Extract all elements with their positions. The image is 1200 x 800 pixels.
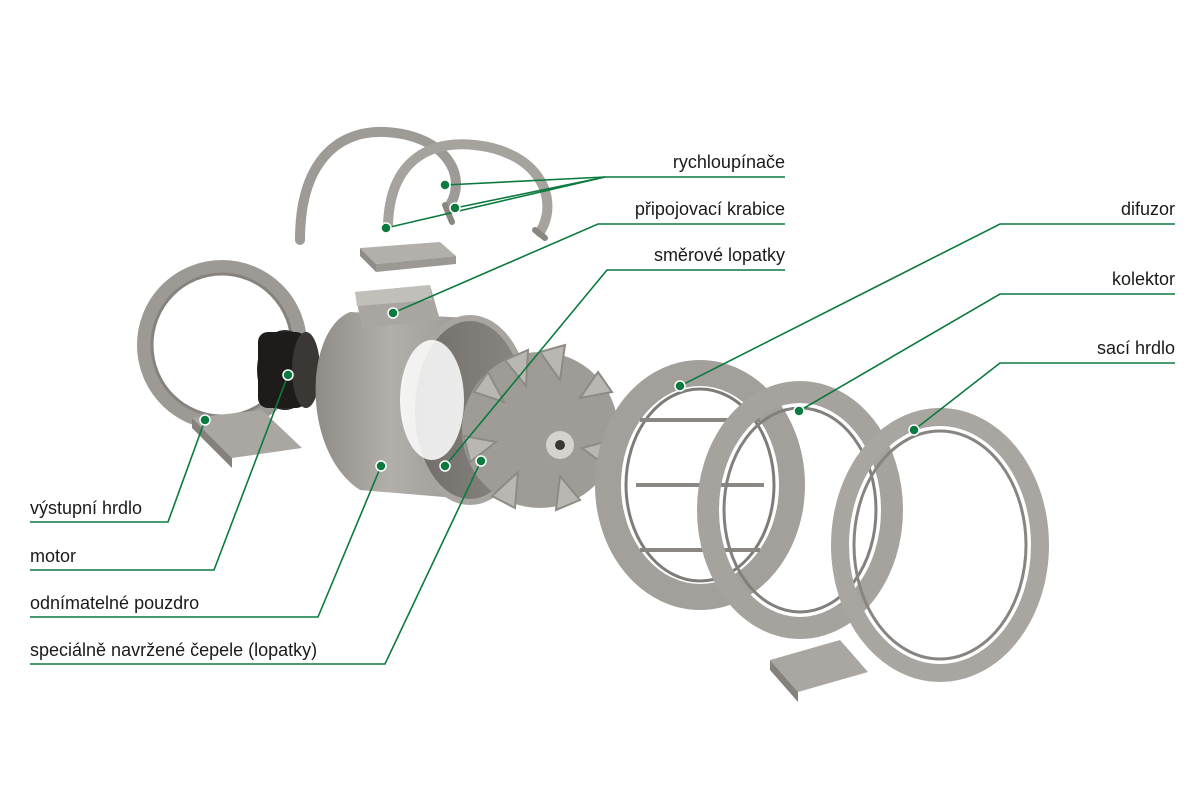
leader-difuzor xyxy=(679,223,1175,387)
inlet-spigot xyxy=(770,408,1049,702)
leader-kolektor xyxy=(798,293,1175,412)
diffuser xyxy=(595,360,805,610)
leader-saci-hrdlo xyxy=(913,362,1175,431)
leader-rychloupinace xyxy=(444,176,785,186)
impeller xyxy=(462,343,618,512)
motor xyxy=(257,330,320,410)
dot-rychloupinace-1 xyxy=(439,179,451,191)
label-difuzor: difuzor xyxy=(1121,199,1175,219)
dot-vystupni-hrdlo xyxy=(199,414,211,426)
dot-rychloupinace-3 xyxy=(380,222,392,234)
dot-odnimatelne-pouzdro xyxy=(375,460,387,472)
label-rychloupinace: rychloupínače xyxy=(673,152,785,172)
leader-specialne-cepele xyxy=(30,460,482,665)
label-pripojovaci-krabice: připojovací krabice xyxy=(635,199,785,219)
leader-rychloupinace-3 xyxy=(385,176,606,229)
quick-clamps xyxy=(295,126,553,245)
leader-odnimatelne-pouzdro xyxy=(30,465,382,618)
label-motor: motor xyxy=(30,546,76,566)
junction-box-lid xyxy=(360,242,456,272)
dot-specialne-cepele xyxy=(475,455,487,467)
leader-vystupni-hrdlo xyxy=(30,419,206,523)
leader-smerove-lopatky xyxy=(444,269,785,467)
label-kolektor: kolektor xyxy=(1112,269,1175,289)
dot-pripojovaci-krabice xyxy=(387,307,399,319)
label-specialne-cepele: speciálně navržené čepele (lopatky) xyxy=(30,640,317,660)
dot-saci-hrdlo xyxy=(908,424,920,436)
dot-rychloupinace-2 xyxy=(449,202,461,214)
dot-kolektor xyxy=(793,405,805,417)
leader-dots xyxy=(199,179,920,472)
leader-lines xyxy=(30,176,1175,665)
leader-pripojovaci-krabice xyxy=(392,223,785,314)
label-vystupni-hrdlo: výstupní hrdlo xyxy=(30,498,142,518)
leader-motor xyxy=(30,374,289,571)
label-odnimatelne-pouzdro: odnímatelné pouzdro xyxy=(30,593,199,613)
labels: rychloupínače připojovací krabice směrov… xyxy=(30,152,1175,660)
dot-motor xyxy=(282,369,294,381)
dot-difuzor xyxy=(674,380,686,392)
dot-smerove-lopatky xyxy=(439,460,451,472)
label-saci-hrdlo: sací hrdlo xyxy=(1097,338,1175,358)
label-smerove-lopatky: směrové lopatky xyxy=(654,245,785,265)
